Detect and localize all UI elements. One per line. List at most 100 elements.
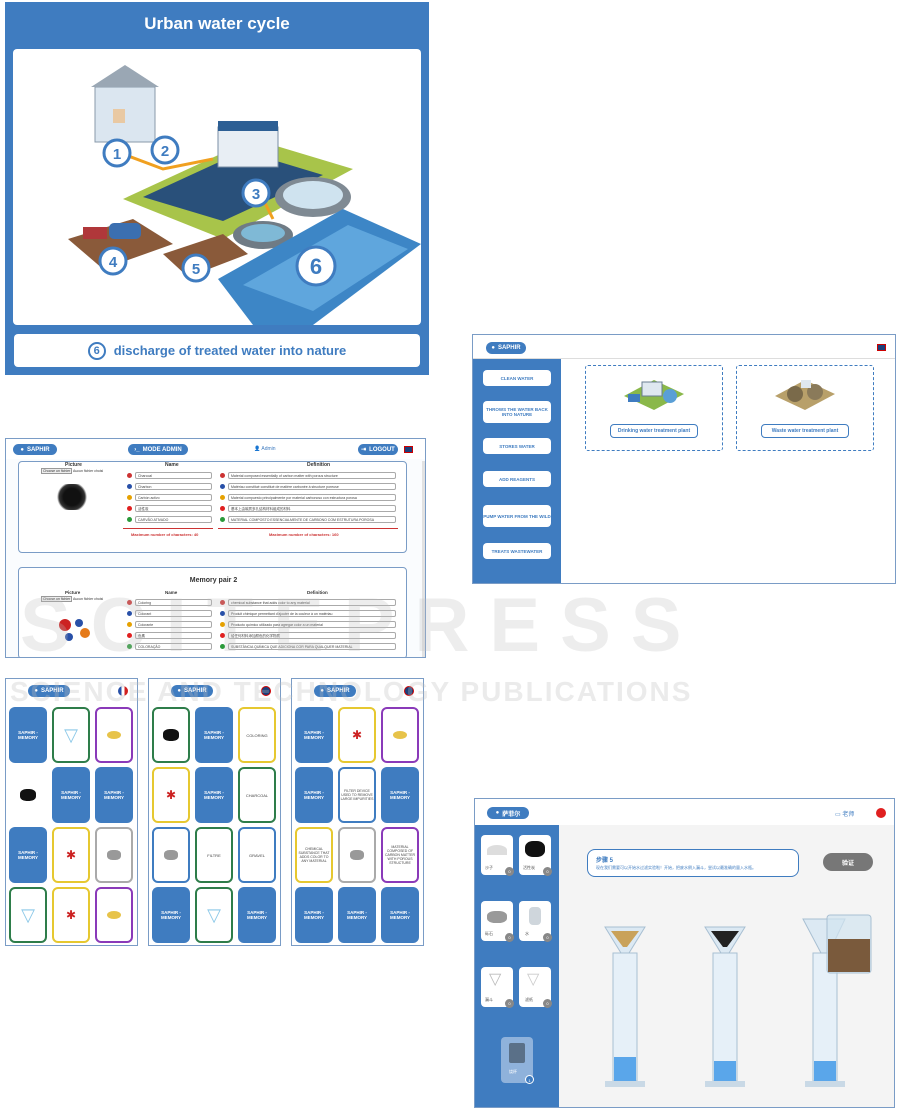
memory-card-charcoal[interactable] xyxy=(9,767,47,823)
sidebar-pump-water[interactable]: PUMP WATER FROM THE WILD xyxy=(483,505,551,527)
memory-card-filter-definition[interactable]: FILTER DEVICE USED TO REMOVE LARGE IMPUR… xyxy=(338,767,376,823)
memory-card-charcoal-word[interactable]: CHARCOAL xyxy=(238,767,276,823)
memory-pair-2: Memory pair 2 Picture Name Definition Ch… xyxy=(18,567,407,657)
definition-input[interactable]: Matériau constitué constitué de matière … xyxy=(228,483,396,490)
teacher-link[interactable]: ▭ 老师 xyxy=(835,812,855,818)
memory-card-back[interactable]: SAPHIR - MEMORY xyxy=(295,887,333,943)
fr-flag-icon[interactable] xyxy=(118,686,128,696)
scrollbar[interactable] xyxy=(422,461,425,657)
file-picker[interactable]: Choose un fichier Aucun fichier choisi xyxy=(41,596,104,602)
drinking-plant-label[interactable]: Drinking water treatment plant xyxy=(610,424,698,438)
memory-card-back[interactable]: SAPHIR - MEMORY xyxy=(338,887,376,943)
material-sand[interactable]: 沙子 0 xyxy=(481,835,514,876)
flag-fr-icon xyxy=(127,611,132,616)
memory-card-coloring[interactable]: ✱ xyxy=(52,887,90,943)
definition-input[interactable]: chemical substance that adds color to an… xyxy=(228,599,396,606)
material-beaker[interactable]: 烧杯 1 xyxy=(501,1037,534,1084)
memory-card-sand[interactable] xyxy=(381,707,419,763)
memory-card-back[interactable]: SAPHIR - MEMORY xyxy=(52,767,90,823)
definition-input[interactable]: Material compuesto principalmente por ma… xyxy=(228,494,396,501)
memory-card-gravel[interactable] xyxy=(338,827,376,883)
water-cycle-illustration: 1 2 3 4 5 6 xyxy=(13,49,421,325)
name-input[interactable]: Carbón activo xyxy=(135,494,212,501)
saphir-logo-button[interactable]: ●萨菲尔 xyxy=(487,807,529,819)
sidebar-clean-water[interactable]: CLEAN WATER xyxy=(483,370,551,386)
material-water[interactable]: 水 0 xyxy=(519,901,552,942)
file-picker[interactable]: Choose un fichier Aucun fichier choisi xyxy=(41,468,104,474)
memory-card-sand[interactable] xyxy=(95,707,133,763)
memory-card-back[interactable]: SAPHIR - MEMORY xyxy=(9,827,47,883)
memory-card-coloring[interactable]: ✱ xyxy=(52,827,90,883)
memory-card-back[interactable]: SAPHIR - MEMORY xyxy=(195,707,233,763)
validate-button[interactable]: 验证 xyxy=(823,853,873,871)
saphir-logo-button[interactable]: ●SAPHIR xyxy=(314,685,356,697)
definition-input[interactable]: SUBSTÂNCIA QUÍMICA QUE ADICIONA COR PARA… xyxy=(228,643,396,650)
name-input[interactable]: 色素 xyxy=(135,632,212,639)
memory-card-back[interactable]: SAPHIR - MEMORY xyxy=(381,767,419,823)
paint-splash-icon: ✱ xyxy=(65,848,77,862)
definition-input[interactable]: Material composed essentially of carbon … xyxy=(228,472,396,479)
memory-card-back[interactable]: SAPHIR - MEMORY xyxy=(295,767,333,823)
memory-card-sand[interactable] xyxy=(95,887,133,943)
uk-flag-icon[interactable] xyxy=(261,686,271,696)
memory-card-coloring[interactable]: ✱ xyxy=(152,767,190,823)
saphir-logo-button[interactable]: ●SAPHIR xyxy=(171,685,213,697)
name-input[interactable]: Colorante xyxy=(135,621,212,628)
saphir-logo-button[interactable]: ●SAPHIR xyxy=(486,342,526,354)
admin-user[interactable]: 👤 Admin xyxy=(254,446,276,452)
waste-plant-label[interactable]: Waste water treatment plant xyxy=(761,424,849,438)
name-input[interactable]: Coloring xyxy=(135,599,212,606)
definition-input[interactable]: MATERIAL COMPOSTO ESSENCIALMENTE DE CARB… xyxy=(228,516,396,523)
memory-card-back[interactable]: SAPHIR - MEMORY xyxy=(381,887,419,943)
saphir-logo-button[interactable]: ●SAPHIR xyxy=(13,444,57,455)
material-charcoal[interactable]: 活性炭 0 xyxy=(519,835,552,876)
memory-card-coloring-definition[interactable]: CHEMICAL SUBSTANCE THAT ADDS COLOR TO AN… xyxy=(295,827,333,883)
sidebar-treats-wastewater[interactable]: TREATS WASTEWATER xyxy=(483,543,551,559)
memory-card-back[interactable]: SAPHIR - MEMORY xyxy=(295,707,333,763)
name-input[interactable]: Charcoal xyxy=(135,472,212,479)
sidebar-add-reagents[interactable]: ADD REAGENTS xyxy=(483,471,551,487)
name-input[interactable]: COLORAÇÃO xyxy=(135,643,212,650)
funnel-icon: ▽ xyxy=(64,724,78,745)
memory-card-charcoal-definition[interactable]: MATERIAL COMPOSED OF CARBON MATTER WITH … xyxy=(381,827,419,883)
name-input[interactable]: Charbon xyxy=(135,483,212,490)
drop-icon: ● xyxy=(177,688,181,694)
memory-card-back[interactable]: SAPHIR - MEMORY xyxy=(238,887,276,943)
memory-card-coloring-word[interactable]: COLORING xyxy=(238,707,276,763)
memory-card-charcoal[interactable] xyxy=(152,707,190,763)
mode-admin-button[interactable]: ›_MODE ADMIN xyxy=(128,444,188,455)
definition-input[interactable]: Producto químico utilizado para agregar … xyxy=(228,621,396,628)
plant-card-drinking[interactable]: Drinking water treatment plant xyxy=(585,365,723,451)
uk-flag-icon[interactable] xyxy=(877,344,886,351)
memory-card-gravel[interactable] xyxy=(95,827,133,883)
material-filter-paper[interactable]: ▽ 滤纸 0 xyxy=(519,967,552,1008)
material-gravel[interactable]: 砾石 0 xyxy=(481,901,514,942)
water-cycle-caption[interactable]: 6 discharge of treated water into nature xyxy=(14,334,420,367)
material-funnel[interactable]: ▽ 漏斗 0 xyxy=(481,967,514,1008)
sidebar-throws-water-back[interactable]: THROWS THE WATER BACK INTO NATURE xyxy=(483,401,551,423)
memory-card-gravel[interactable] xyxy=(152,827,190,883)
memory-card-funnel[interactable]: ▽ xyxy=(195,887,233,943)
definition-input[interactable]: 基本上由碳质多孔结构材料组成的材料 xyxy=(228,505,396,512)
memory-card-coloring[interactable]: ✱ xyxy=(338,707,376,763)
name-input[interactable]: 活性炭 xyxy=(135,505,212,512)
definition-input[interactable]: 给任何材料添加颜色的化学物质 xyxy=(228,632,396,639)
plant-card-waste[interactable]: Waste water treatment plant xyxy=(736,365,874,451)
uk-flag-icon[interactable] xyxy=(404,446,413,453)
cn-flag-icon[interactable] xyxy=(876,808,886,818)
name-input[interactable]: CARVÃO ATIVADO xyxy=(135,516,212,523)
uk-flag-icon[interactable] xyxy=(404,686,414,696)
memory-card-funnel[interactable]: ▽ xyxy=(9,887,47,943)
memory-card-filter-word[interactable]: FILTRE xyxy=(195,827,233,883)
definition-input[interactable]: Produit chimique permettant d'ajouter de… xyxy=(228,610,396,617)
sidebar-stores-water[interactable]: STORES WATER xyxy=(483,438,551,454)
logout-button[interactable]: ⇥LOGOUT xyxy=(358,444,398,455)
name-input[interactable]: Colorant xyxy=(135,610,212,617)
memory-card-back[interactable]: SAPHIR - MEMORY xyxy=(195,767,233,823)
memory-card-back[interactable]: SAPHIR - MEMORY xyxy=(9,707,47,763)
saphir-logo-button[interactable]: ●SAPHIR xyxy=(28,685,70,697)
memory-card-gravel-word[interactable]: GRAVEL xyxy=(238,827,276,883)
memory-card-back[interactable]: SAPHIR - MEMORY xyxy=(95,767,133,823)
memory-card-back[interactable]: SAPHIR - MEMORY xyxy=(152,887,190,943)
memory-card-funnel[interactable]: ▽ xyxy=(52,707,90,763)
